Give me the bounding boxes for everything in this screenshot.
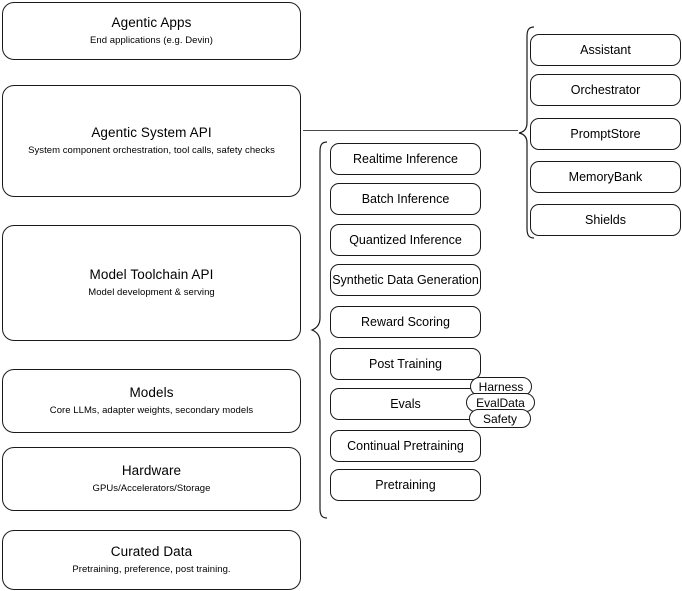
capsule-label: Evals bbox=[390, 397, 421, 411]
layer-hardware[interactable]: Hardware GPUs/Accelerators/Storage bbox=[2, 447, 301, 511]
layer-agentic-system-api[interactable]: Agentic System API System component orch… bbox=[2, 85, 301, 197]
layer-subtitle: Core LLMs, adapter weights, secondary mo… bbox=[49, 405, 254, 416]
pill-label: Safety bbox=[482, 411, 518, 426]
capsule-label: Shields bbox=[585, 213, 626, 227]
capsule-label: Realtime Inference bbox=[353, 152, 458, 166]
capsule-label: Post Training bbox=[369, 357, 442, 371]
capsule-label: Assistant bbox=[580, 43, 631, 57]
brace-toolchain-group bbox=[310, 141, 328, 519]
capsule-label: MemoryBank bbox=[568, 170, 643, 184]
toolchain-item-quantized-inference[interactable]: Quantized Inference bbox=[330, 224, 481, 256]
layer-title: Hardware bbox=[121, 463, 182, 478]
layer-title: Curated Data bbox=[110, 544, 193, 559]
layer-subtitle: System component orchestration, tool cal… bbox=[28, 145, 275, 156]
system-item-orchestrator[interactable]: Orchestrator bbox=[530, 74, 681, 106]
evals-subitem-evaldata[interactable]: EvalData bbox=[466, 393, 535, 412]
capsule-label: PromptStore bbox=[570, 127, 641, 141]
brace-system-group bbox=[518, 26, 535, 239]
system-item-memorybank[interactable]: MemoryBank bbox=[530, 161, 681, 193]
capsule-label: Quantized Inference bbox=[349, 233, 462, 247]
toolchain-item-post-training[interactable]: Post Training bbox=[330, 348, 481, 380]
layer-title: Agentic Apps bbox=[111, 15, 192, 30]
capsule-label: Batch Inference bbox=[361, 192, 450, 206]
toolchain-item-reward-scoring[interactable]: Reward Scoring bbox=[330, 306, 481, 338]
toolchain-item-evals[interactable]: Evals bbox=[330, 388, 481, 420]
layer-subtitle: Model development & serving bbox=[88, 287, 215, 298]
capsule-label: Synthetic Data Generation bbox=[332, 273, 479, 287]
layer-subtitle: GPUs/Accelerators/Storage bbox=[92, 483, 211, 494]
pill-label: EvalData bbox=[476, 395, 525, 410]
capsule-label: Continual Pretraining bbox=[347, 439, 464, 453]
layer-title: Agentic System API bbox=[91, 125, 212, 140]
layer-agentic-apps[interactable]: Agentic Apps End applications (e.g. Devi… bbox=[2, 2, 301, 60]
system-item-shields[interactable]: Shields bbox=[530, 204, 681, 236]
evals-subitem-safety[interactable]: Safety bbox=[469, 409, 531, 428]
pill-label: Harness bbox=[478, 379, 524, 394]
toolchain-item-pretraining[interactable]: Pretraining bbox=[330, 469, 481, 501]
connector-line-system-api-to-components bbox=[303, 130, 518, 131]
toolchain-item-synthetic-data-generation[interactable]: Synthetic Data Generation bbox=[330, 264, 481, 296]
layer-subtitle: End applications (e.g. Devin) bbox=[90, 35, 213, 46]
layer-subtitle: Pretraining, preference, post training. bbox=[72, 564, 231, 575]
layer-models[interactable]: Models Core LLMs, adapter weights, secon… bbox=[2, 369, 301, 433]
toolchain-item-batch-inference[interactable]: Batch Inference bbox=[330, 183, 481, 215]
system-item-promptstore[interactable]: PromptStore bbox=[530, 118, 681, 150]
system-item-assistant[interactable]: Assistant bbox=[530, 34, 681, 66]
toolchain-item-continual-pretraining[interactable]: Continual Pretraining bbox=[330, 430, 481, 462]
layer-title: Model Toolchain API bbox=[89, 267, 214, 282]
layer-title: Models bbox=[129, 385, 174, 400]
capsule-label: Reward Scoring bbox=[361, 315, 450, 329]
capsule-label: Orchestrator bbox=[570, 83, 641, 97]
capsule-label: Pretraining bbox=[375, 478, 436, 492]
layer-curated-data[interactable]: Curated Data Pretraining, preference, po… bbox=[2, 530, 301, 590]
layer-model-toolchain-api[interactable]: Model Toolchain API Model development & … bbox=[2, 225, 301, 341]
toolchain-item-realtime-inference[interactable]: Realtime Inference bbox=[330, 143, 481, 175]
